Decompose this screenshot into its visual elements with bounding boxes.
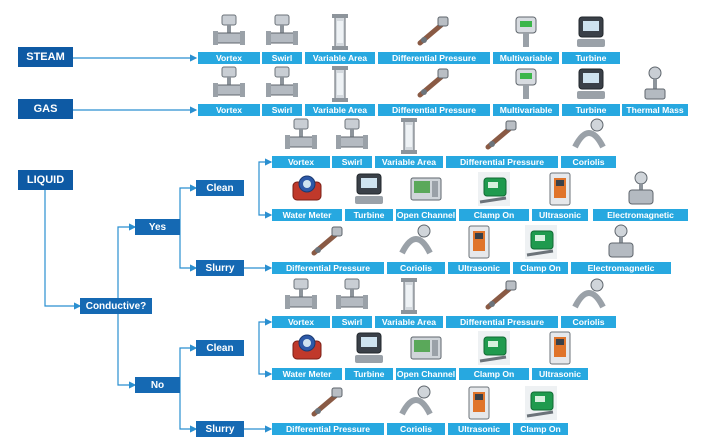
electromagnetic-meter-icon [623, 170, 659, 213]
yes-node: Yes [135, 219, 180, 235]
coriolis-meter-icon [398, 384, 434, 427]
clean-no-node: Clean [196, 340, 244, 356]
swirl-meter-icon [264, 13, 300, 56]
ultrasonic-meter-icon [461, 384, 497, 427]
meter-label-coriolis: Coriolis [387, 423, 445, 435]
clamp-on-meter-icon [476, 170, 512, 213]
meter-label-differential-pressure: Differential Pressure [378, 104, 490, 116]
meter-label-variable-area: Variable Area [375, 316, 443, 328]
meter-label-differential-pressure: Differential Pressure [272, 423, 384, 435]
slurry-no-node: Slurry [196, 421, 244, 437]
meter-label-swirl: Swirl [332, 316, 372, 328]
multivariable-meter-icon [508, 65, 544, 108]
multivariable-meter-icon [508, 13, 544, 56]
variable-area-meter-icon [322, 13, 358, 56]
gas-node: GAS [18, 99, 73, 119]
differential-pressure-meter-icon [416, 65, 452, 108]
turbine-meter-icon [351, 329, 387, 372]
ultrasonic-meter-icon [542, 329, 578, 372]
meter-label-variable-area: Variable Area [375, 156, 443, 168]
clamp-on-meter-icon [476, 329, 512, 372]
liquid-node: LIQUID [18, 170, 73, 190]
clamp-on-meter-icon [523, 384, 559, 427]
meter-label-differential-pressure: Differential Pressure [446, 156, 558, 168]
thermal-mass-meter-icon [637, 65, 673, 108]
meter-label-vortex: Vortex [272, 316, 330, 328]
slurry-yes-node: Slurry [196, 260, 244, 276]
open-channel-meter-icon [408, 170, 444, 213]
differential-pressure-meter-icon [484, 117, 520, 160]
turbine-meter-icon [351, 170, 387, 213]
swirl-meter-icon [334, 277, 370, 320]
water-meter-icon [289, 329, 325, 372]
conductive-decision-node: Conductive? [80, 298, 152, 314]
variable-area-meter-icon [322, 65, 358, 108]
meter-label-swirl: Swirl [332, 156, 372, 168]
ultrasonic-meter-icon [461, 223, 497, 266]
meter-label-variable-area: Variable Area [305, 52, 375, 64]
differential-pressure-meter-icon [484, 277, 520, 320]
variable-area-meter-icon [391, 117, 427, 160]
turbine-meter-icon [573, 65, 609, 108]
meter-label-coriolis: Coriolis [561, 156, 616, 168]
electromagnetic-meter-icon [603, 223, 639, 266]
meter-label-thermal-mass: Thermal Mass [622, 104, 688, 116]
meter-label-coriolis: Coriolis [561, 316, 616, 328]
meter-label-differential-pressure: Differential Pressure [378, 52, 490, 64]
meter-label-ultrasonic: Ultrasonic [448, 262, 510, 274]
clamp-on-meter-icon [523, 223, 559, 266]
variable-area-meter-icon [391, 277, 427, 320]
meter-label-multivariable: Multivariable [493, 52, 559, 64]
meter-label-differential-pressure: Differential Pressure [272, 262, 384, 274]
vortex-meter-icon [211, 65, 247, 108]
meter-label-water-meter: Water Meter [272, 368, 342, 380]
meter-label-open-channel: Open Channel [396, 209, 456, 221]
water-meter-icon [289, 170, 325, 213]
vortex-meter-icon [283, 117, 319, 160]
meter-label-swirl: Swirl [262, 104, 302, 116]
meter-label-open-channel: Open Channel [396, 368, 456, 380]
meter-label-multivariable: Multivariable [493, 104, 559, 116]
meter-label-coriolis: Coriolis [387, 262, 445, 274]
turbine-meter-icon [573, 13, 609, 56]
meter-label-variable-area: Variable Area [305, 104, 375, 116]
meter-label-vortex: Vortex [198, 104, 260, 116]
open-channel-meter-icon [408, 329, 444, 372]
meter-label-turbine: Turbine [562, 52, 620, 64]
differential-pressure-meter-icon [310, 384, 346, 427]
meter-label-electromagnetic: Electromagnetic [593, 209, 688, 221]
coriolis-meter-icon [571, 277, 607, 320]
no-node: No [135, 377, 180, 393]
vortex-meter-icon [283, 277, 319, 320]
meter-label-clamp-on: Clamp On [459, 368, 529, 380]
meter-label-vortex: Vortex [198, 52, 260, 64]
meter-label-swirl: Swirl [262, 52, 302, 64]
meter-label-ultrasonic: Ultrasonic [532, 368, 588, 380]
meter-label-turbine: Turbine [345, 368, 393, 380]
coriolis-meter-icon [571, 117, 607, 160]
meter-label-electromagnetic: Electromagnetic [571, 262, 671, 274]
differential-pressure-meter-icon [416, 13, 452, 56]
meter-label-differential-pressure: Differential Pressure [446, 316, 558, 328]
coriolis-meter-icon [398, 223, 434, 266]
meter-label-vortex: Vortex [272, 156, 330, 168]
steam-node: STEAM [18, 47, 73, 67]
meter-label-clamp-on: Clamp On [513, 262, 568, 274]
swirl-meter-icon [334, 117, 370, 160]
swirl-meter-icon [264, 65, 300, 108]
meter-label-turbine: Turbine [345, 209, 393, 221]
differential-pressure-meter-icon [310, 223, 346, 266]
vortex-meter-icon [211, 13, 247, 56]
meter-label-ultrasonic: Ultrasonic [448, 423, 510, 435]
meter-label-clamp-on: Clamp On [459, 209, 529, 221]
clean-yes-node: Clean [196, 180, 244, 196]
meter-label-turbine: Turbine [562, 104, 620, 116]
meter-label-clamp-on: Clamp On [513, 423, 568, 435]
ultrasonic-meter-icon [542, 170, 578, 213]
meter-label-water-meter: Water Meter [272, 209, 342, 221]
meter-label-ultrasonic: Ultrasonic [532, 209, 588, 221]
